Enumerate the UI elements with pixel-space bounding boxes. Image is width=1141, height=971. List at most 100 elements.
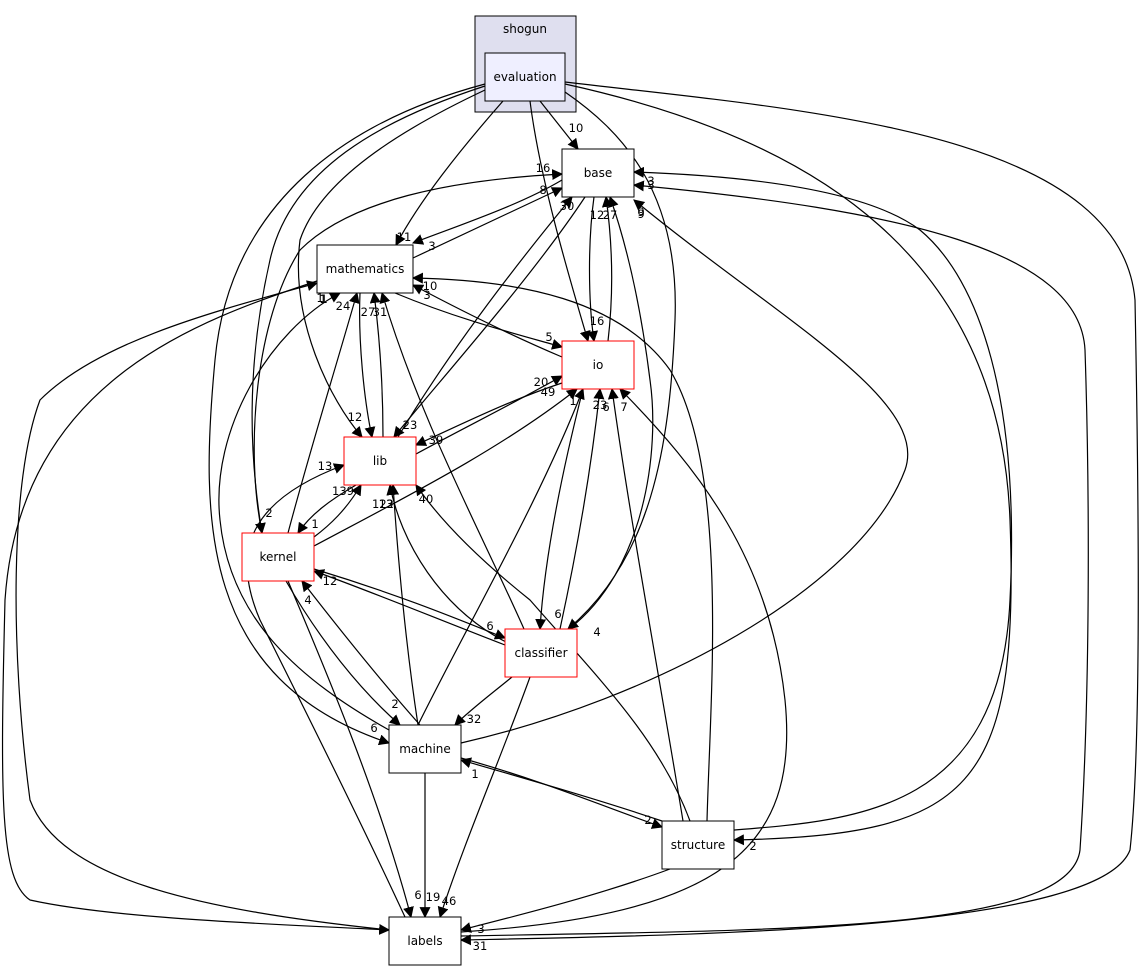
edge-lib-to-kernel[interactable]: 1 <box>297 484 357 534</box>
edge-label: 40 <box>419 492 434 506</box>
edge-label: 2 <box>644 813 651 827</box>
node-classifier[interactable]: classifier <box>504 628 578 678</box>
edge-kernel-to-mathematics[interactable]: 24 <box>287 291 360 534</box>
node-label: mathematics <box>326 262 405 276</box>
edge-labels-to-base[interactable]: 3 <box>460 178 1089 937</box>
edge-line <box>539 100 579 150</box>
node-machine[interactable]: machine <box>388 724 462 774</box>
node-box <box>388 916 462 966</box>
node-kernel[interactable]: kernel <box>241 532 315 582</box>
edge-structure-to-io[interactable]: 7 <box>607 387 684 822</box>
edge-line <box>568 195 654 630</box>
edge-line <box>301 580 421 726</box>
node-label: structure <box>671 838 725 852</box>
edge-label: 3 <box>647 178 654 192</box>
edge-label: 16 <box>590 314 605 328</box>
edge-evaluation-to-base[interactable]: 10 <box>539 100 583 150</box>
edge-base-to-mathematics[interactable]: 3 <box>411 179 563 253</box>
edge-line <box>312 569 506 646</box>
edge-base-to-lib[interactable]: 23 <box>393 196 586 438</box>
edge-mathematics-to-io[interactable]: 5 <box>394 292 564 350</box>
edge-label: 2 <box>749 839 756 853</box>
edge-classifier-to-kernel[interactable]: 12 <box>312 569 506 646</box>
edge-machine-to-mathematics[interactable]: 1 <box>218 292 390 731</box>
edge-classifier-to-base[interactable]: 9 <box>568 195 654 630</box>
edge-labels-to-mathematics[interactable]: 1 <box>15 280 390 931</box>
edge-classifier-to-lib[interactable]: 122 <box>372 483 511 645</box>
edge-line <box>394 292 564 350</box>
edge-kernel-to-base[interactable]: 16 <box>253 161 564 534</box>
edge-label: 6 <box>602 400 609 414</box>
node-structure[interactable]: structure <box>661 820 735 870</box>
node-mathematics[interactable]: mathematics <box>316 244 414 294</box>
node-io[interactable]: io <box>561 340 635 390</box>
edge-structure-to-base[interactable]: 3 <box>632 166 1013 831</box>
node-label: classifier <box>515 646 568 660</box>
edge-machine-to-base[interactable]: 9 <box>460 199 909 744</box>
edge-evaluation-to-machine[interactable]: 6 <box>208 83 486 746</box>
edge-machine-to-kernel[interactable]: 4 <box>301 580 421 726</box>
node-lib[interactable]: lib <box>343 436 417 486</box>
edge-evaluation-to-kernel[interactable]: 2 <box>251 85 486 535</box>
edge-evaluation-to-labels[interactable]: 31 <box>459 81 1139 953</box>
edge-kernel-to-lib[interactable]: 139 <box>313 484 362 538</box>
edge-io-to-lib[interactable]: 39 <box>414 382 563 447</box>
edge-classifier-to-labels[interactable]: 46 <box>437 676 531 919</box>
edge-classifier-to-machine[interactable]: 32 <box>454 676 513 726</box>
node-base[interactable]: base <box>561 148 635 198</box>
edge-label: 3 <box>428 239 435 253</box>
edge-label: 19 <box>426 890 441 904</box>
edge-machine-to-structure[interactable]: 2 <box>460 757 664 829</box>
edge-label: 1 <box>569 394 576 408</box>
edge-label: 49 <box>541 385 556 399</box>
edge-evaluation-to-classifier[interactable]: 4 <box>564 91 676 639</box>
node-evaluation[interactable]: evaluation <box>484 52 566 102</box>
edge-structure-to-lib[interactable]: 40 <box>415 484 691 822</box>
edge-machine-to-lib[interactable]: 13 <box>379 483 419 726</box>
edge-line <box>208 83 486 746</box>
node-box <box>561 340 635 390</box>
edge-evaluation-to-structure[interactable]: 2 <box>564 83 1012 853</box>
edge-structure-to-machine[interactable]: 1 <box>459 757 663 822</box>
edge-line-secondary <box>1 280 391 935</box>
node-label: evaluation <box>493 70 556 84</box>
edge-line <box>412 187 563 259</box>
edge-label: 2 <box>391 697 398 711</box>
edge-evaluation-to-io[interactable]: 16 <box>529 100 605 343</box>
edge-label: 6 <box>554 607 561 621</box>
edge-mathematics-to-lib[interactable]: 27 <box>359 292 376 439</box>
edge-classifier-to-io[interactable]: 6 <box>559 387 610 630</box>
edge-structure-to-labels[interactable]: 3 <box>459 868 671 936</box>
edge-label: 31 <box>373 305 388 319</box>
cluster-label: shogun <box>503 22 547 36</box>
edge-line <box>564 83 1012 846</box>
edge-evaluation-to-mathematics[interactable]: 11 <box>395 100 504 246</box>
edge-lib-to-base[interactable]: 30 <box>397 196 574 438</box>
edge-lib-to-mathematics[interactable]: 31 <box>369 291 388 438</box>
edge-lib-to-io[interactable]: 20 <box>415 375 563 455</box>
edge-machine-to-labels[interactable]: 19 <box>419 773 441 919</box>
edge-kernel-to-machine[interactable]: 2 <box>285 580 401 726</box>
edge-line <box>437 676 531 919</box>
edge-classifier-to-mathematics[interactable]: 3 <box>379 288 525 630</box>
edge-line <box>607 387 684 822</box>
edge-kernel-to-classifier[interactable]: 6 <box>313 568 507 640</box>
edge-line <box>414 382 563 446</box>
edge-evaluation-to-lib[interactable]: 12 <box>297 89 486 438</box>
edge-labels-to-lib[interactable]: 13 <box>246 459 406 918</box>
edge-line <box>297 89 486 438</box>
edge-io-to-classifier[interactable]: 6 <box>535 388 584 631</box>
edge-io-to-base[interactable]: 27 <box>601 195 618 342</box>
edge-labels-to-io[interactable]: 23 <box>460 388 788 933</box>
edge-base-to-io[interactable]: 12 <box>587 196 605 343</box>
edge-line <box>559 387 605 630</box>
edge-label: 6 <box>486 619 493 633</box>
node-labels[interactable]: labels <box>388 916 462 966</box>
edge-structure-to-mathematics[interactable]: 1 <box>316 272 714 822</box>
edge-line <box>460 180 1089 937</box>
edge-machine-to-io[interactable]: 1 <box>417 387 585 726</box>
edge-io-to-mathematics[interactable]: 10 <box>412 279 563 358</box>
edge-kernel-to-io[interactable]: 49 <box>313 385 578 547</box>
edge-kernel-to-labels[interactable]: 6 <box>287 580 422 919</box>
